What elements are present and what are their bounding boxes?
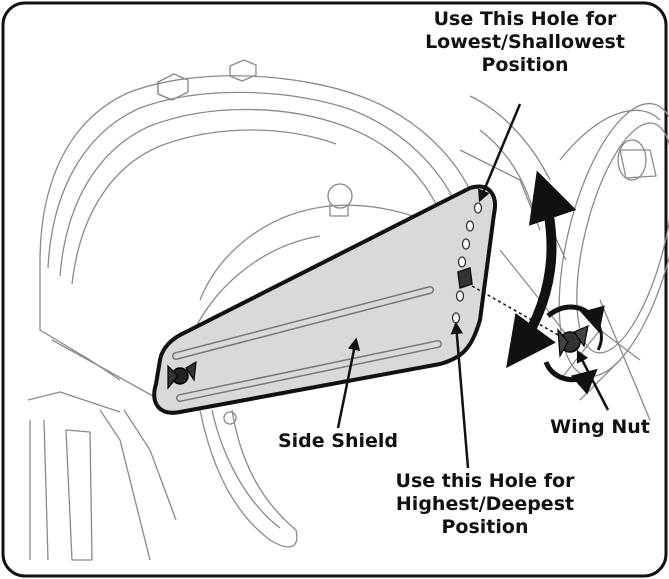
adjustment-hole — [461, 238, 471, 250]
wing-nut-leader — [576, 349, 610, 411]
bottom-hole-label-line-2: Highest/Deepest — [395, 493, 575, 515]
side-shield-plate — [152, 184, 497, 415]
top-hole-label-line-3: Position — [481, 54, 569, 76]
adjustment-hole — [473, 202, 483, 214]
side-shield-label: Side Shield — [268, 430, 408, 453]
top-hole-label-line-2: Lowest/Shallowest — [425, 31, 625, 53]
bottom-hole-label-line-1: Use this Hole for — [395, 470, 575, 492]
top-hole-label: Use This Hole for Lowest/Shallowest Posi… — [410, 8, 640, 77]
leader-lines — [336, 103, 610, 469]
side-shield-leader — [336, 337, 361, 429]
wing-nut-label: Wing Nut — [540, 416, 660, 439]
adjustment-hole — [455, 290, 465, 302]
wing-nut-label-text: Wing Nut — [550, 416, 650, 438]
top-hole-leader — [478, 103, 522, 203]
bottom-hole-label: Use this Hole for Highest/Deepest Positi… — [370, 470, 600, 539]
bottom-hole-leader — [450, 321, 470, 469]
left-wing-nut-icon — [167, 360, 197, 390]
adjustment-hole — [465, 220, 475, 232]
bottom-hole-label-line-3: Position — [441, 516, 529, 538]
adjust-direction-arrow-icon — [506, 170, 577, 369]
mounting-stud — [457, 266, 473, 290]
top-hole-label-line-1: Use This Hole for — [433, 8, 617, 30]
adjustment-hole — [457, 256, 467, 268]
side-shield-label-text: Side Shield — [277, 430, 399, 452]
adjustment-hole — [451, 312, 461, 324]
